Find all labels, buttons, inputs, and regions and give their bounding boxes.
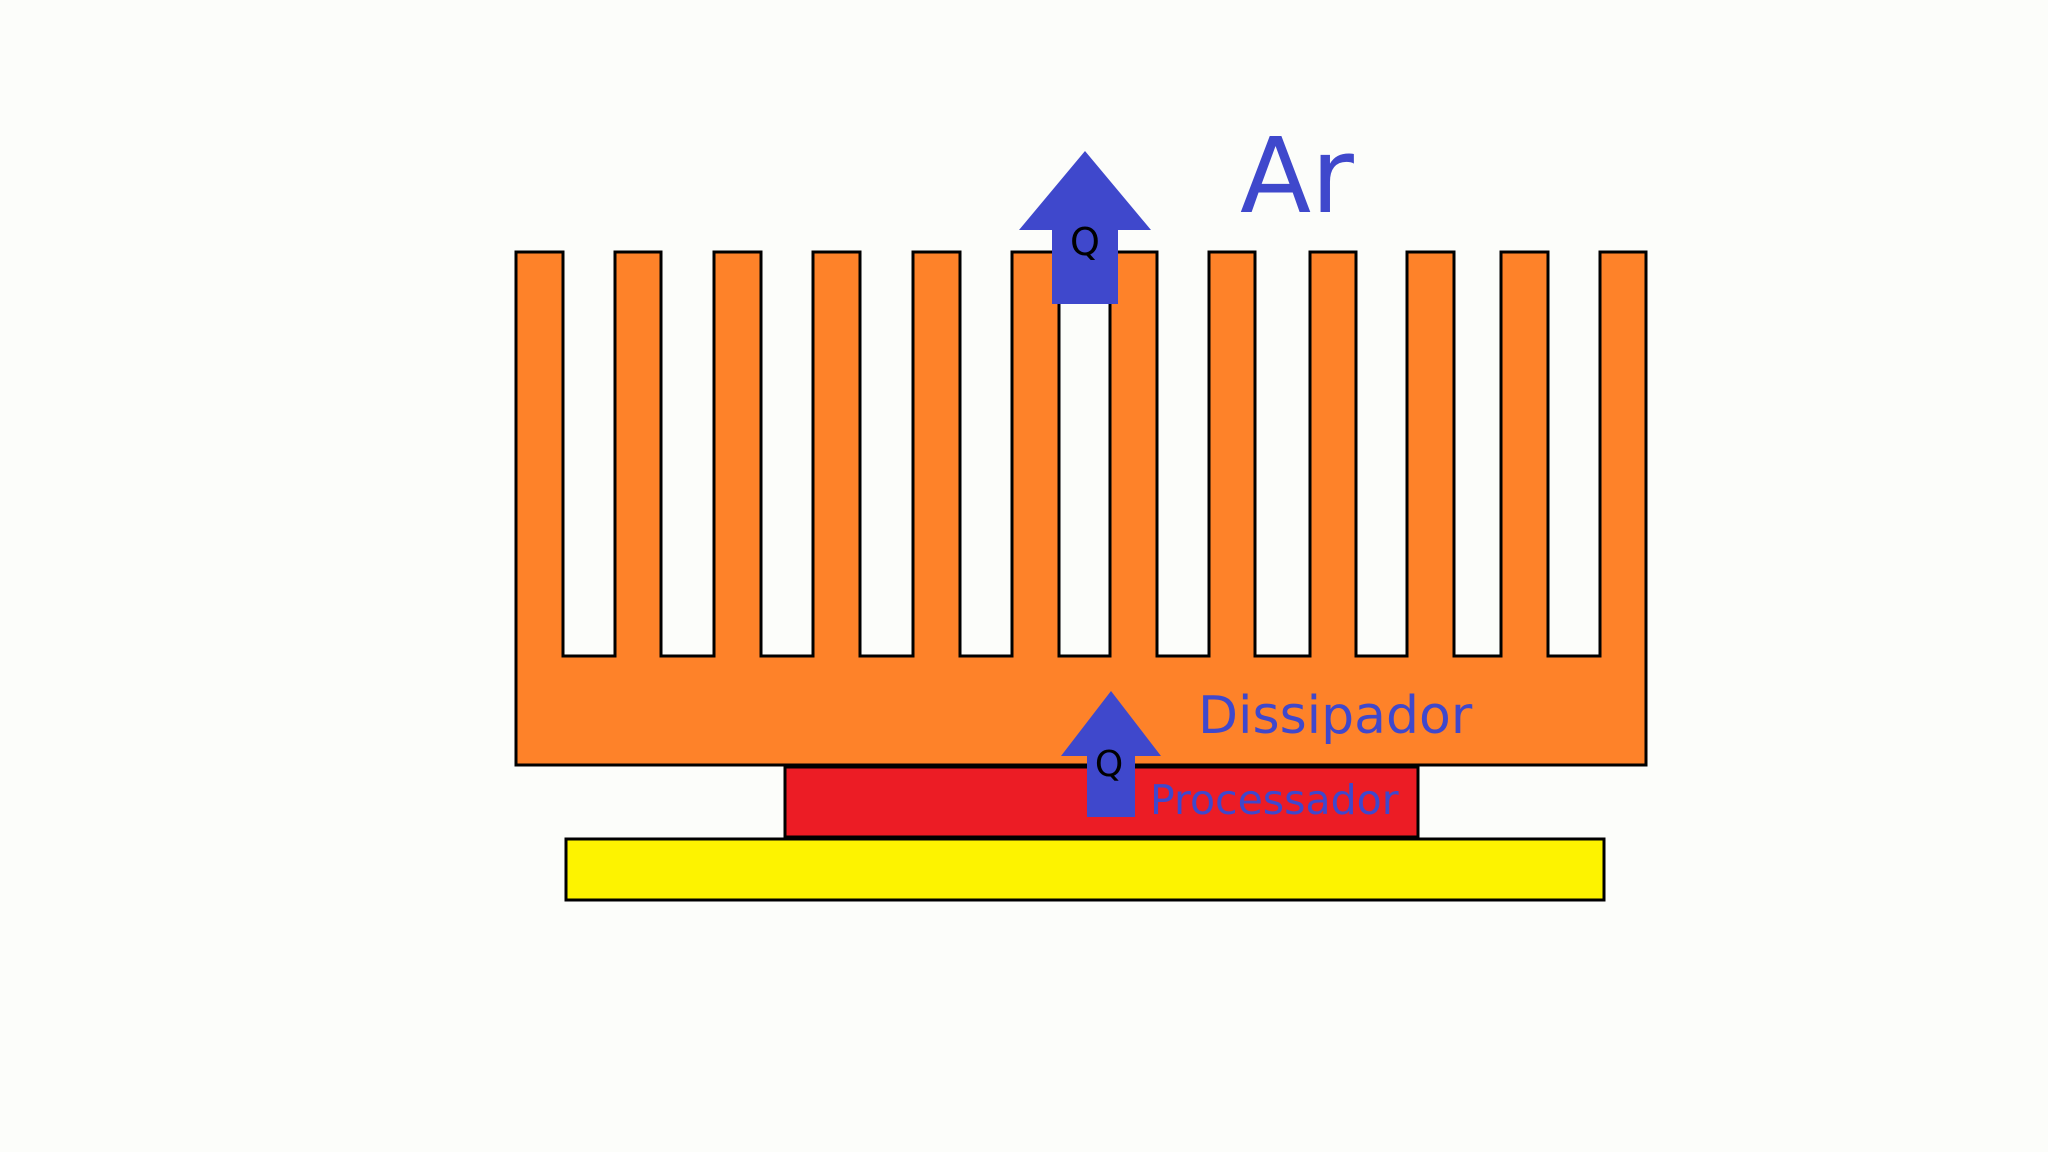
heat-symbol-bottom: Q: [1095, 744, 1123, 785]
heat-symbol-top: Q: [1070, 220, 1100, 264]
circuit-board: [564, 837, 1606, 902]
processor-label: Processador: [1150, 776, 1399, 824]
heatsink-label: Dissipador: [1198, 686, 1473, 746]
heat-flow-arrow-top: [1019, 151, 1151, 304]
air-label: Ar: [1240, 115, 1354, 237]
heat-flow-arrow-bottom: [1061, 691, 1161, 817]
heatsink: [514, 250, 1648, 767]
